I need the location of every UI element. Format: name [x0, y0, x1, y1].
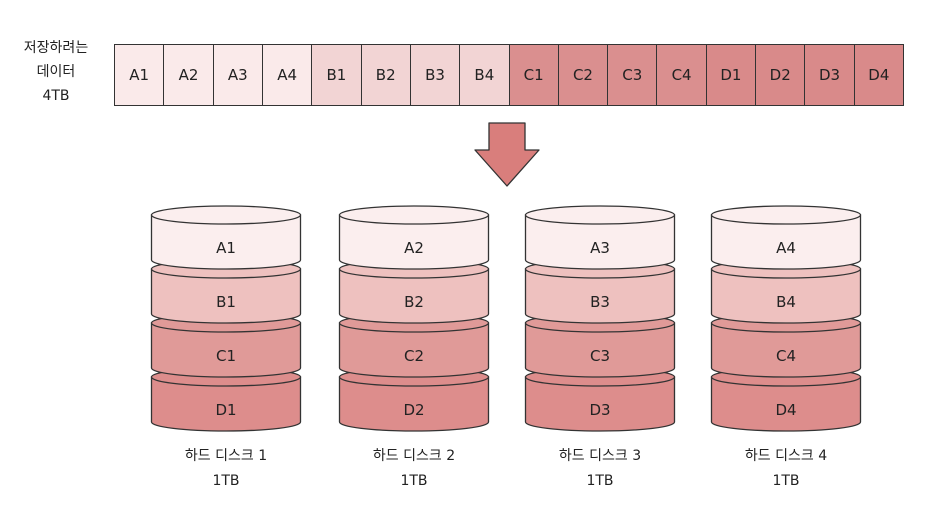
disk-layer-label: B4 — [776, 293, 796, 311]
strip-cell-b4: B4 — [460, 45, 510, 105]
disk-layer-a4 — [710, 205, 862, 270]
strip-cell-a3: A3 — [213, 45, 263, 105]
strip-cell-c2: C2 — [558, 45, 609, 105]
strip-cell-c4: C4 — [657, 45, 707, 105]
disk-name-label: 하드 디스크 2 — [372, 448, 456, 464]
strip-cell-a2: A2 — [164, 45, 214, 105]
disk-layer-label: A2 — [404, 239, 424, 257]
strip-cell-c3: C3 — [608, 45, 658, 105]
disk-layer-label: D2 — [403, 401, 425, 419]
disk-size-label: 1TB — [400, 473, 428, 489]
disk-layer-label: C3 — [589, 347, 611, 365]
source-label-line-3: 4TB — [42, 88, 70, 104]
strip-cell-b3: B3 — [410, 45, 461, 105]
disk-layer-label: A3 — [590, 239, 610, 257]
disk-layer-label: D4 — [775, 401, 797, 419]
disk-name-label: 하드 디스크 4 — [744, 448, 828, 464]
disk-layer-label: D3 — [589, 401, 611, 419]
strip-cell-b1: B1 — [312, 45, 362, 105]
disk-cylinder-icon — [524, 205, 676, 432]
disk-size-label: 1TB — [772, 473, 800, 489]
strip-cell-d3: D3 — [805, 45, 855, 105]
strip-cell-d4: D4 — [854, 45, 903, 105]
strip-cell-d1: D1 — [706, 45, 757, 105]
source-data-label: 저장하려는 데이터 4TB — [8, 36, 104, 108]
disk-name-label: 하드 디스크 3 — [558, 448, 642, 464]
strip-cell-a4: A4 — [262, 45, 313, 105]
disk-layer-label: B3 — [590, 293, 610, 311]
disk-cylinder-icon — [150, 205, 302, 432]
disk-size-label: 1TB — [212, 473, 240, 489]
strip-cell-a1: A1 — [115, 45, 165, 105]
disk-name-label: 하드 디스크 1 — [184, 448, 268, 464]
disk-cylinder-icon — [710, 205, 862, 432]
strip-cell-b2: B2 — [361, 45, 411, 105]
disk-layer-label: C4 — [775, 347, 797, 365]
disk-cylinder-icon — [338, 205, 490, 432]
strip-cell-d2: D2 — [756, 45, 806, 105]
disk-layer-label: B1 — [216, 293, 236, 311]
source-label-line-1: 저장하려는 — [23, 40, 89, 56]
disk-layer-label: B2 — [404, 293, 424, 311]
disk-layer-label: C2 — [403, 347, 425, 365]
disk-layer-label: C1 — [215, 347, 237, 365]
strip-cell-c1: C1 — [509, 45, 559, 105]
disk-size-label: 1TB — [586, 473, 614, 489]
disk-layer-label: A1 — [216, 239, 236, 257]
source-label-line-2: 데이터 — [36, 64, 76, 80]
down-arrow-icon — [474, 122, 540, 187]
disk-layer-a1 — [150, 205, 302, 270]
disk-layer-label: D1 — [215, 401, 237, 419]
disk-layer-label: A4 — [776, 239, 796, 257]
disk-layer-a2 — [338, 205, 490, 270]
disk-layer-a3 — [524, 205, 676, 270]
